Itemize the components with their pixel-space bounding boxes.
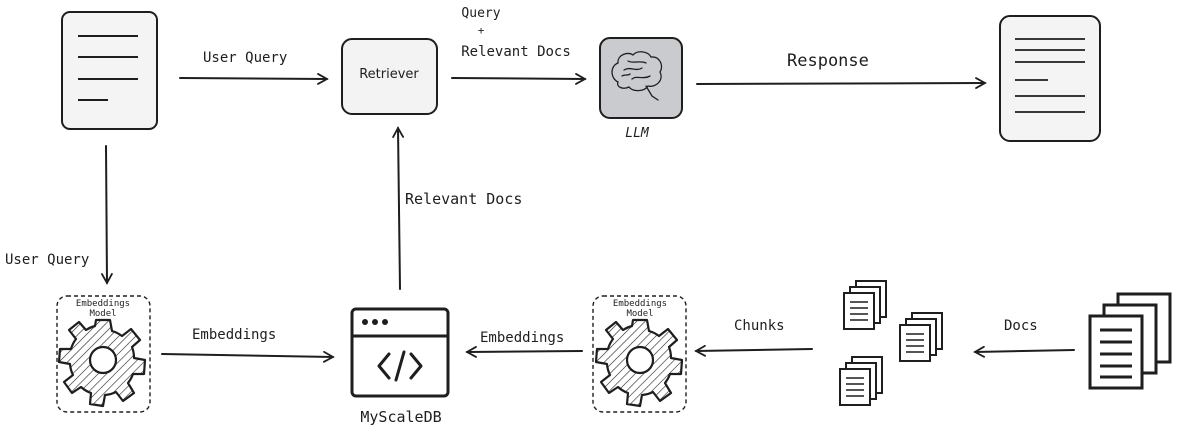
docs-stack-icon <box>1088 292 1172 390</box>
response-document-icon <box>999 15 1101 142</box>
arrow-embeddings-to-db <box>161 350 335 363</box>
label-chunks: Chunks <box>734 318 785 334</box>
label-embeddings-model-right: Embeddings Model <box>612 299 668 320</box>
label-myscaledb: MyScaleDB <box>360 408 442 426</box>
label-response: Response <box>787 51 869 71</box>
chunks-icon <box>839 280 943 406</box>
arrow-docs-to-chunks <box>973 345 1075 358</box>
arrow-user-query-to-retriever <box>179 73 329 85</box>
label-embeddings-right: Embeddings <box>480 330 565 346</box>
arrow-embeddings-model-to-db <box>465 346 583 358</box>
label-user-query-left: User Query <box>5 252 90 268</box>
gear-icon <box>594 318 684 408</box>
label-embeddings-left: Embeddings <box>192 327 277 343</box>
llm-box <box>599 37 683 119</box>
label-embeddings-model-left: Embeddings Model <box>75 299 131 320</box>
brain-icon <box>611 51 663 101</box>
gear-icon <box>57 318 147 408</box>
arrow-chunks-to-embeddings-model <box>694 344 813 357</box>
embeddings-model-right <box>592 295 687 413</box>
label-relevant-docs: Relevant Docs <box>405 190 523 208</box>
retriever-box <box>341 38 438 115</box>
arrow-retriever-to-llm <box>451 73 587 85</box>
arrow-llm-to-response <box>696 77 987 89</box>
label-relevant-docs-top: Relevant Docs <box>461 44 571 60</box>
label-query: Query <box>461 6 501 21</box>
label-plus: + <box>477 24 485 37</box>
label-llm: LLM <box>625 126 649 141</box>
arrow-user-query-down <box>101 145 113 285</box>
label-retriever: Retriever <box>359 67 419 82</box>
arrow-db-to-retriever <box>392 126 405 290</box>
myscaledb-icon <box>350 307 450 398</box>
user-document-icon <box>61 11 158 130</box>
embeddings-model-left <box>56 295 151 413</box>
label-user-query-top: User Query <box>203 50 288 66</box>
label-docs: Docs <box>1004 318 1038 334</box>
